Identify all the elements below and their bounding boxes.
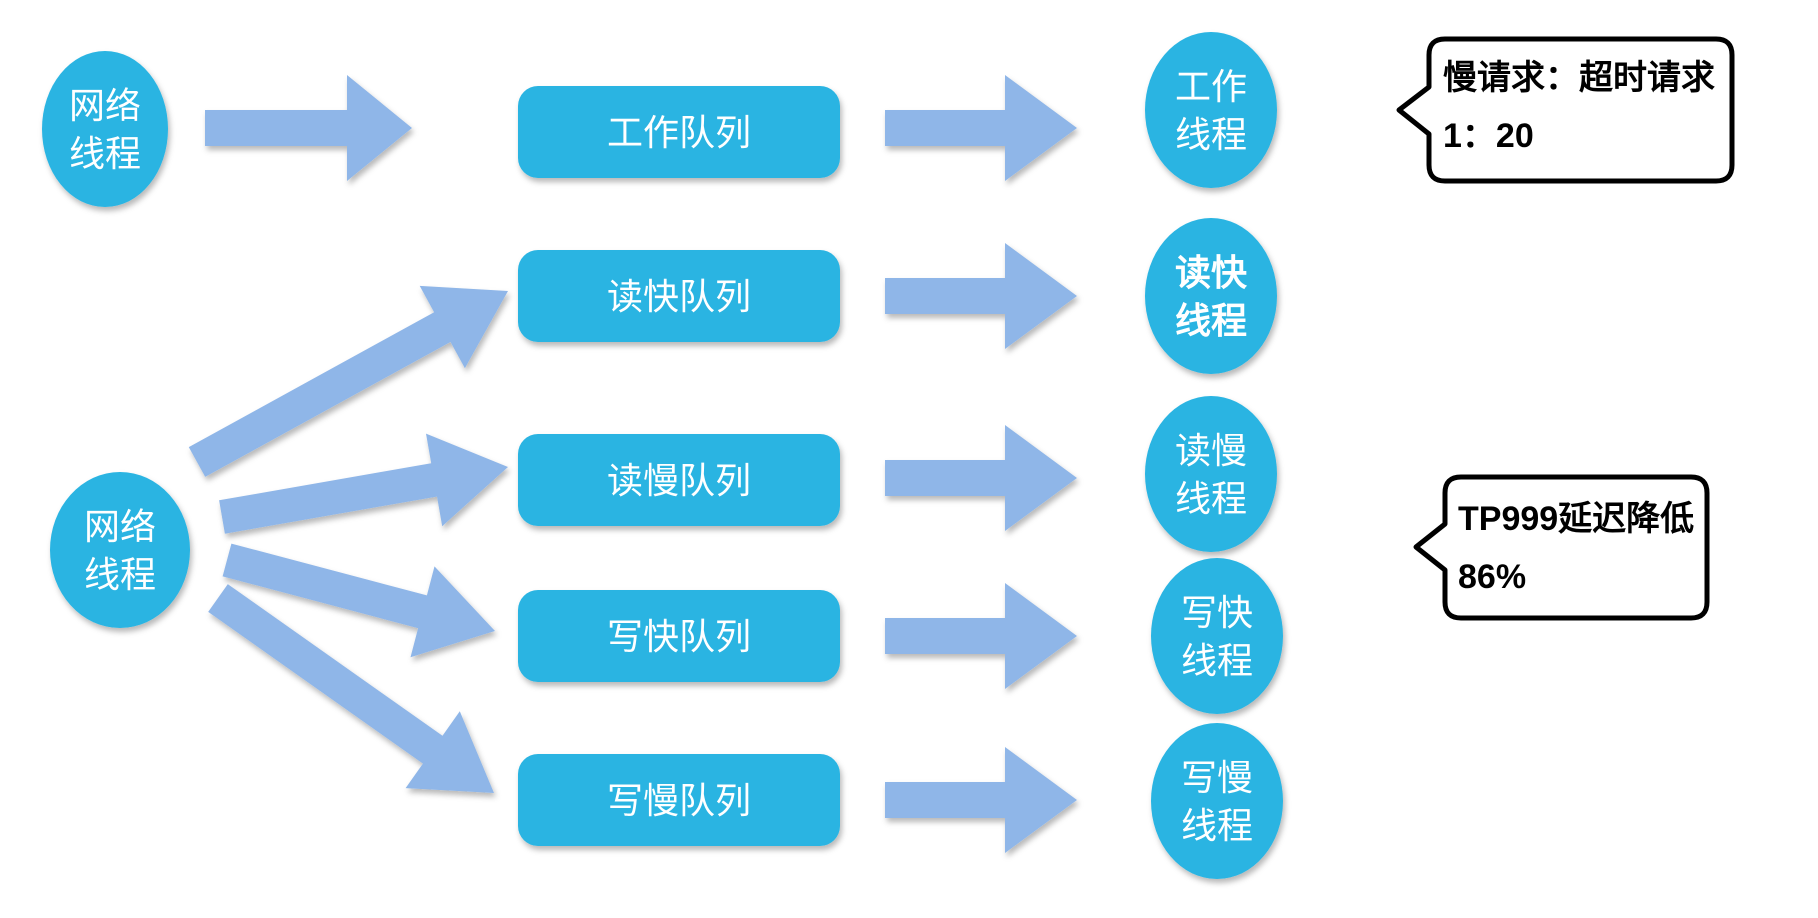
write-slow-thread-line2: 线程 — [1181, 805, 1253, 846]
read-fast-queue-box: 读快队列 — [518, 250, 840, 342]
read-fast-thread-line1: 读快 — [1175, 252, 1248, 293]
read-fast-queue-label: 读快队列 — [607, 276, 751, 317]
write-fast-thread-line1: 写快 — [1181, 592, 1253, 633]
arrow-net-to-read-slow-queue — [219, 433, 508, 534]
arrow-net-to-work-queue — [205, 75, 412, 181]
write-fast-queue-label: 写快队列 — [607, 616, 751, 657]
write-fast-thread-line2: 线程 — [1181, 640, 1253, 681]
work-thread-node: 工作 线程 — [1145, 32, 1277, 188]
callout-tp999-line1: TP999延迟降低 — [1458, 500, 1694, 538]
arrow-read-fast-queue-to-thread — [885, 243, 1077, 349]
network-thread-node-top: 网络 线程 — [42, 51, 168, 207]
write-slow-queue-label: 写慢队列 — [607, 780, 751, 821]
network-thread-top-line1: 网络 — [69, 85, 141, 126]
network-thread-top-line2: 线程 — [69, 133, 141, 174]
callout-slow-request-line2: 1：20 — [1443, 117, 1534, 155]
arrow-read-slow-queue-to-thread — [885, 425, 1077, 531]
read-fast-thread-line2: 线程 — [1175, 300, 1247, 341]
read-fast-thread-node: 读快 线程 — [1145, 218, 1277, 374]
network-thread-bottom-line2: 线程 — [84, 554, 156, 595]
network-thread-bottom-line1: 网络 — [84, 506, 156, 547]
arrow-write-slow-queue-to-thread — [885, 747, 1077, 853]
callout-tp999-line2: 86% — [1458, 558, 1526, 596]
write-fast-thread-node: 写快 线程 — [1151, 558, 1283, 714]
network-thread-node-bottom: 网络 线程 — [50, 472, 190, 628]
read-slow-thread-line2: 线程 — [1175, 478, 1247, 519]
callout-slow-request: 慢请求：超时请求 1：20 — [1396, 36, 1735, 184]
write-slow-queue-box: 写慢队列 — [518, 754, 840, 846]
callout-slow-request-line1: 慢请求：超时请求 — [1443, 59, 1715, 97]
read-slow-thread-line1: 读慢 — [1175, 430, 1247, 471]
work-queue-box: 工作队列 — [518, 86, 840, 178]
arrow-work-queue-to-thread — [885, 75, 1077, 181]
read-slow-thread-node: 读慢 线程 — [1145, 396, 1277, 552]
write-fast-queue-box: 写快队列 — [518, 590, 840, 682]
arrow-net-to-write-fast-queue — [222, 543, 495, 658]
work-thread-line1: 工作 — [1175, 66, 1247, 107]
read-slow-queue-label: 读慢队列 — [607, 460, 751, 501]
arrow-write-fast-queue-to-thread — [885, 583, 1077, 689]
arrow-net-to-write-slow-queue — [208, 584, 494, 793]
write-slow-thread-line1: 写慢 — [1181, 757, 1253, 798]
callout-tp999: TP999延迟降低 86% — [1413, 474, 1710, 621]
arrow-net-to-read-fast-queue — [188, 285, 509, 477]
read-slow-queue-box: 读慢队列 — [518, 434, 840, 526]
work-thread-line2: 线程 — [1175, 114, 1247, 155]
write-slow-thread-node: 写慢 线程 — [1151, 723, 1283, 879]
work-queue-label: 工作队列 — [607, 112, 751, 153]
